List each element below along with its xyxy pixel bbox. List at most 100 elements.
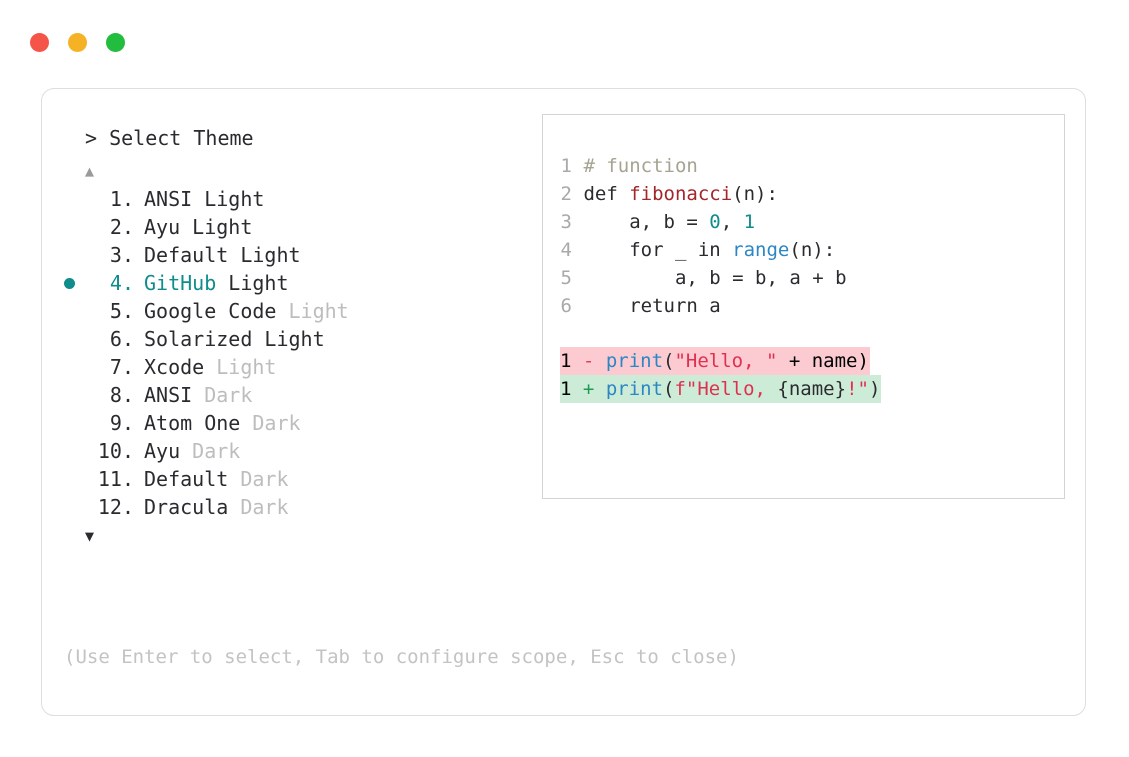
code-token: ( (663, 350, 675, 372)
code-token: def (583, 183, 630, 205)
diff-block: 1 - print("Hello, " + name)1 + print(f"H… (543, 347, 1064, 403)
line-number: 1 (560, 350, 572, 372)
theme-list-item[interactable]: 7. Xcode Light (64, 353, 534, 381)
code-token: (n): (789, 239, 836, 261)
diff-line-add: 1 + print(f"Hello, {name}!") (543, 375, 1064, 403)
theme-item-name: Default (144, 467, 229, 491)
theme-item-name: Solarized (144, 327, 253, 351)
theme-item-name: Default (144, 243, 229, 267)
line-number: 6 (560, 295, 572, 317)
theme-item-index: 5. (109, 299, 134, 323)
theme-item-index: 3. (109, 243, 134, 267)
theme-list-item[interactable]: 8. ANSI Dark (64, 381, 534, 409)
code-token: "Hello, " (674, 350, 778, 372)
code-token: range (732, 239, 790, 261)
code-token: ( (663, 378, 675, 400)
theme-list-item[interactable]: 2.Ayu Light (64, 213, 534, 241)
scroll-up-arrow[interactable]: ▲ (85, 162, 95, 180)
theme-item-index: 4. (109, 271, 134, 295)
theme-item-variant: Dark (180, 439, 241, 463)
theme-item-variant: Light (228, 243, 301, 267)
code-token: {name} (777, 378, 847, 400)
theme-list-item[interactable]: 1. ANSI Light (64, 185, 534, 213)
theme-list-item[interactable]: 4.GitHub Light (64, 269, 534, 297)
code-token: " (857, 378, 869, 400)
code-token: , (720, 211, 744, 233)
line-number: 3 (560, 211, 572, 233)
code-token: fibonacci (629, 183, 733, 205)
theme-item-variant: Light (276, 299, 349, 323)
code-token: 0 (709, 211, 721, 233)
window-minimize-dot[interactable] (68, 33, 87, 52)
code-token: f"Hello, (674, 378, 778, 400)
theme-list-item[interactable]: 11.Default Dark (64, 465, 534, 493)
code-token: ! (846, 378, 858, 400)
line-number: 5 (560, 267, 572, 289)
code-token: ) (868, 378, 881, 400)
theme-item-index: 7. (109, 355, 134, 379)
code-token: return a (583, 295, 721, 317)
theme-item-variant: Dark (192, 383, 253, 407)
diff-highlight: 1 - print("Hello, " + name) (560, 347, 870, 375)
page-title: > Select Theme (85, 126, 254, 150)
theme-item-index: 12. (97, 495, 134, 519)
theme-item-variant: Dark (228, 495, 289, 519)
theme-list-item[interactable]: 6.Solarized Light (64, 325, 534, 353)
diff-highlight: 1 + print(f"Hello, {name}!") (560, 375, 882, 403)
code-token: for _ in (583, 239, 733, 261)
selected-bullet-icon (64, 278, 75, 289)
theme-item-index: 9. (109, 411, 134, 435)
theme-item-name: ANSI (144, 187, 193, 211)
selection-bullet-slot (64, 269, 88, 297)
theme-item-name: Dracula (144, 495, 229, 519)
theme-item-variant: Light (204, 355, 277, 379)
theme-item-name: Ayu (144, 215, 181, 239)
theme-list-item[interactable]: 9. Atom One Dark (64, 409, 534, 437)
line-number: 2 (560, 183, 572, 205)
code-line: 6 return a (543, 292, 1064, 320)
theme-item-name: Atom One (144, 411, 241, 435)
theme-item-name: Ayu (144, 439, 181, 463)
theme-list-item[interactable]: 10. Ayu Dark (64, 437, 534, 465)
line-number: 1 (560, 155, 572, 177)
theme-list-item[interactable]: 5. Google Code Light (64, 297, 534, 325)
theme-item-variant: Light (180, 215, 253, 239)
keyboard-hint: (Use Enter to select, Tab to configure s… (64, 646, 739, 668)
theme-item-index: 11. (97, 467, 134, 491)
theme-item-variant: Light (192, 187, 265, 211)
theme-item-index: 1. (109, 187, 134, 211)
line-number: 4 (560, 239, 572, 261)
theme-item-name: Xcode (144, 355, 205, 379)
code-token: (n): (732, 183, 778, 205)
theme-item-variant: Dark (240, 411, 301, 435)
card-content: > Select Theme Preview ▲ 1.ANSI Light2.A… (42, 89, 1085, 715)
code-line: 3 a, b = 0, 1 (543, 208, 1064, 236)
theme-list-item[interactable]: 3. Default Light (64, 241, 534, 269)
code-line: 1 # function (543, 152, 1064, 180)
theme-item-index: 10. (97, 439, 134, 463)
code-token: a, b = (583, 211, 710, 233)
window-titlebar (30, 33, 125, 52)
window-close-dot[interactable] (30, 33, 49, 52)
theme-item-name: GitHub (144, 271, 217, 295)
theme-item-index: 6. (109, 327, 134, 351)
code-token: 1 (743, 211, 756, 233)
theme-item-name: Google Code (144, 299, 277, 323)
scroll-down-arrow[interactable]: ▼ (85, 527, 95, 545)
theme-list-item[interactable]: 12. Dracula Dark (64, 493, 534, 521)
theme-item-name: ANSI (144, 383, 193, 407)
theme-picker-card: > Select Theme Preview ▲ 1.ANSI Light2.A… (41, 88, 1086, 716)
code-line: 2 def fibonacci(n): (543, 180, 1064, 208)
code-token: print (605, 378, 664, 400)
code-spacer (543, 320, 1064, 347)
line-number: 1 (560, 378, 572, 400)
diff-sign: - (582, 350, 595, 372)
code-token: # function (583, 155, 698, 177)
code-token: a, b = b, a + b (583, 267, 847, 289)
theme-item-index: 8. (109, 383, 134, 407)
code-token: + name) (777, 350, 869, 372)
code-token: print (605, 350, 664, 372)
window-maximize-dot[interactable] (106, 33, 125, 52)
